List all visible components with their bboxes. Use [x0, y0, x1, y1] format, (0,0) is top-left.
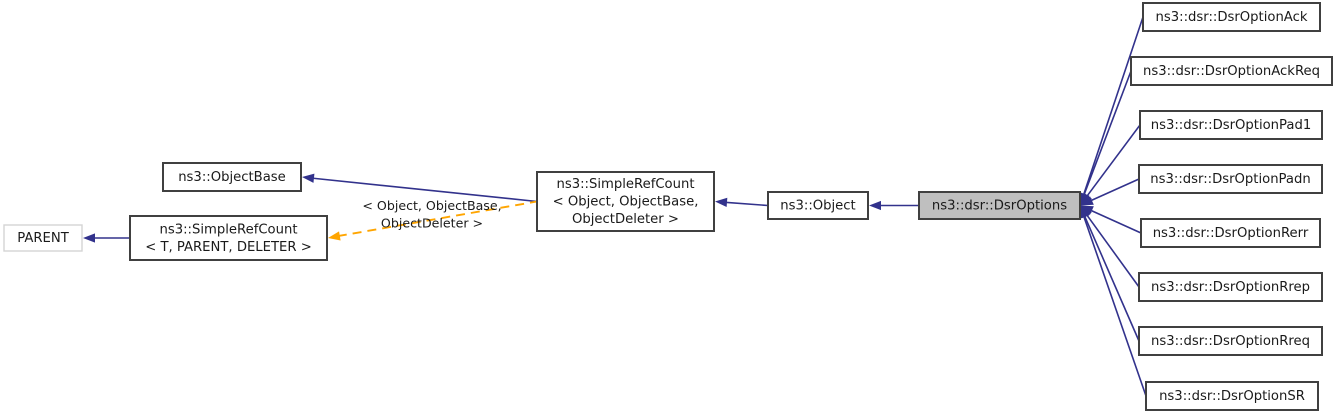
class-node-objectbase[interactable]: ns3::ObjectBase: [162, 162, 302, 192]
edge-e-sr-to-dsroptions: [1080, 205, 1147, 397]
node-label-dsroptionpadn: ns3::dsr::DsrOptionPadn: [1150, 172, 1310, 187]
node-box-object: [767, 191, 869, 220]
edge-path: [1085, 124, 1141, 198]
arrow-head: [328, 231, 341, 241]
class-node-dsroptionpad1[interactable]: ns3::dsr::DsrOptionPad1: [1139, 110, 1323, 140]
node-label-dsroptions: ns3::dsr::DsrOptions: [932, 199, 1067, 214]
node-box-parent: [3, 224, 83, 252]
node-label-parent: PARENT: [17, 231, 69, 246]
node-label-simplerefcount-template: < T, PARENT, DELETER >: [145, 240, 312, 255]
class-node-dsroptionrrep[interactable]: ns3::dsr::DsrOptionRrep: [1138, 272, 1323, 302]
edge-label-layer: < Object, ObjectBase, ObjectDeleter >: [362, 198, 501, 231]
node-label-dsroptionrrep: ns3::dsr::DsrOptionRrep: [1151, 280, 1310, 295]
edge-path: [1089, 209, 1142, 234]
class-node-parent[interactable]: PARENT: [3, 224, 83, 252]
edge-path: [724, 201, 769, 207]
arrow-head: [302, 173, 315, 183]
edge-path: [1082, 215, 1147, 397]
edge-path: [1083, 70, 1132, 196]
node-box-dsroptionpadn: [1138, 164, 1323, 194]
class-node-simplerefcount-object[interactable]: ns3::SimpleRefCount< Object, ObjectBase,…: [536, 171, 715, 232]
class-node-dsroptionackreq[interactable]: ns3::dsr::DsrOptionAckReq: [1130, 56, 1333, 86]
class-node-dsroptionrreq[interactable]: ns3::dsr::DsrOptionRreq: [1138, 326, 1323, 356]
class-node-dsroptionrerr[interactable]: ns3::dsr::DsrOptionRerr: [1140, 218, 1321, 248]
node-label-dsroptionsr: ns3::dsr::DsrOptionSR: [1159, 389, 1305, 404]
node-box-dsroptionack: [1142, 2, 1321, 32]
class-node-simplerefcount-template[interactable]: ns3::SimpleRefCount< T, PARENT, DELETER …: [129, 215, 328, 261]
node-box-dsroptionackreq: [1130, 56, 1333, 86]
edge-path: [337, 200, 538, 238]
node-box-simplerefcount-template: [129, 215, 328, 261]
node-layer: PARENT ns3::SimpleRefCount< T, PARENT, DE…: [3, 2, 1333, 411]
arrow-head: [1080, 205, 1090, 219]
node-label-simplerefcount-object: ObjectDeleter >: [572, 212, 679, 227]
edge-label-template-args: < Object, ObjectBase, ObjectDeleter >: [362, 198, 501, 231]
node-label-simplerefcount-template: ns3::SimpleRefCount: [159, 222, 297, 237]
class-node-dsroptionpadn[interactable]: ns3::dsr::DsrOptionPadn: [1138, 164, 1323, 194]
node-label-simplerefcount-object: < Object, ObjectBase,: [553, 195, 699, 210]
class-node-dsroptions[interactable]: ns3::dsr::DsrOptions: [918, 191, 1081, 220]
node-box-simplerefcount-object: [536, 171, 715, 232]
node-box-dsroptionsr: [1145, 381, 1319, 411]
arrow-head: [1081, 193, 1092, 206]
node-label-objectbase: ns3::ObjectBase: [178, 170, 286, 185]
node-box-dsroptionrreq: [1138, 326, 1323, 356]
edge-path: [1082, 16, 1144, 196]
edge-path: [1089, 178, 1140, 202]
node-label-dsroptionpad1: ns3::dsr::DsrOptionPad1: [1151, 118, 1311, 133]
edge-e-refcountobj-to-template: [328, 200, 538, 241]
arrow-head: [1081, 196, 1094, 206]
arrow-head: [869, 200, 881, 211]
edge-e-object-to-refcountobj: [715, 197, 769, 207]
node-label-dsroptionrreq: ns3::dsr::DsrOptionRreq: [1151, 334, 1310, 349]
edge-label-line: ObjectDeleter >: [381, 215, 483, 230]
node-label-dsroptionackreq: ns3::dsr::DsrOptionAckReq: [1143, 64, 1320, 79]
node-box-dsroptionrerr: [1140, 218, 1321, 248]
node-box-objectbase: [162, 162, 302, 192]
arrow-head: [83, 233, 95, 243]
edge-path: [1085, 213, 1140, 288]
edge-e-ack-to-dsroptions: [1080, 16, 1144, 206]
edge-path: [311, 177, 538, 203]
node-label-dsroptionack: ns3::dsr::DsrOptionAck: [1156, 10, 1308, 25]
node-box-dsroptionpad1: [1139, 110, 1323, 140]
node-box-dsroptionrrep: [1138, 272, 1323, 302]
edge-e-dsroptions-to-object: [869, 200, 919, 211]
edge-e-refcountobj-to-objectbase: [302, 173, 538, 203]
edge-path: [1083, 215, 1140, 342]
node-box-dsroptions: [918, 191, 1081, 220]
edge-e-refcount-to-parent: [83, 233, 130, 243]
arrow-head: [715, 197, 728, 207]
node-label-dsroptionrerr: ns3::dsr::DsrOptionRerr: [1153, 226, 1309, 241]
node-label-object: ns3::Object: [780, 199, 855, 214]
node-label-simplerefcount-object: ns3::SimpleRefCount: [556, 177, 694, 192]
class-node-object[interactable]: ns3::Object: [767, 191, 869, 220]
edge-e-rreq-to-dsroptions: [1081, 205, 1140, 342]
edge-e-padn-to-dsroptions: [1081, 178, 1140, 206]
class-node-dsroptionsr[interactable]: ns3::dsr::DsrOptionSR: [1145, 381, 1319, 411]
edge-label-line: < Object, ObjectBase,: [362, 198, 501, 213]
edge-layer: [83, 16, 1147, 397]
class-node-dsroptionack[interactable]: ns3::dsr::DsrOptionAck: [1142, 2, 1321, 32]
edge-e-pad1-to-dsroptions: [1081, 124, 1141, 206]
